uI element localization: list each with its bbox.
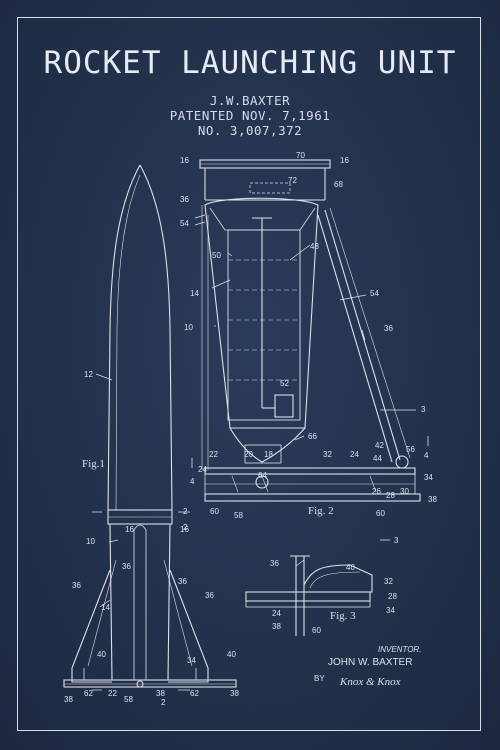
ref-16: 16 xyxy=(340,156,349,165)
fig3-detail xyxy=(245,555,373,636)
ref-12: 12 xyxy=(84,370,93,379)
ref-42: 42 xyxy=(375,441,384,450)
ref-34: 34 xyxy=(424,473,433,482)
ref-28: 28 xyxy=(386,491,395,500)
ref-10: 10 xyxy=(184,323,193,332)
ref-24: 24 xyxy=(198,465,207,474)
fig1-rocket xyxy=(63,164,237,691)
ref-68: 68 xyxy=(334,180,343,189)
ref-3: 3 xyxy=(421,405,426,414)
inventor-line: J.W.BAXTER xyxy=(209,93,291,108)
patent-number: NO. 3,007,372 xyxy=(197,123,303,138)
ref-36: 36 xyxy=(270,559,279,568)
inventor-name: JOHN W. BAXTER xyxy=(328,657,413,668)
ref-44: 44 xyxy=(373,454,382,463)
ref-36: 36 xyxy=(178,577,187,586)
leader-lines xyxy=(95,244,367,608)
ref-32: 32 xyxy=(323,450,332,459)
ref-18: 18 xyxy=(264,450,273,459)
ref-36: 36 xyxy=(205,591,214,600)
ref-56: 56 xyxy=(406,445,415,454)
ref-36: 36 xyxy=(180,195,189,204)
ref-40: 40 xyxy=(97,650,106,659)
ref-36: 36 xyxy=(72,581,81,590)
ref-3: 3 xyxy=(394,536,399,545)
ref-60: 60 xyxy=(312,626,321,635)
by-label: BY xyxy=(314,674,325,683)
inventor-caption: INVENTOR. xyxy=(378,645,422,654)
ref-58: 58 xyxy=(124,695,133,704)
ref-50: 50 xyxy=(212,251,221,260)
ref-26: 26 xyxy=(372,487,381,496)
ref-38: 38 xyxy=(156,689,165,698)
fig3-caption: Fig. 3 xyxy=(330,610,356,622)
ref-2: 2 xyxy=(183,523,188,532)
ref-20: 20 xyxy=(244,450,253,459)
fig1-caption: Fig.1 xyxy=(82,458,105,470)
ref-14: 14 xyxy=(190,289,199,298)
ref-38: 38 xyxy=(428,495,437,504)
ref-62: 62 xyxy=(84,689,93,698)
ref-38: 38 xyxy=(64,695,73,704)
ref-16: 16 xyxy=(180,156,189,165)
ref-16: 16 xyxy=(125,525,134,534)
ref-22: 22 xyxy=(108,689,117,698)
ref-40: 40 xyxy=(346,563,355,572)
poster-border xyxy=(17,17,481,731)
patent-date: PATENTED NOV. 7,1961 xyxy=(169,108,331,123)
ref-36: 36 xyxy=(122,562,131,571)
ref-52: 52 xyxy=(280,379,289,388)
poster-title: ROCKET LAUNCHING UNIT xyxy=(43,45,457,81)
ref-30: 30 xyxy=(400,487,409,496)
ref-54: 54 xyxy=(180,219,189,228)
ref-60: 60 xyxy=(376,509,385,518)
ref-58: 58 xyxy=(234,511,243,520)
ref-4: 4 xyxy=(424,451,429,460)
ref-34: 34 xyxy=(386,606,395,615)
fig2-caption: Fig. 2 xyxy=(308,505,334,517)
ref-10: 10 xyxy=(86,537,95,546)
ref-28: 28 xyxy=(388,592,397,601)
ref-24: 24 xyxy=(272,609,281,618)
ref-14: 14 xyxy=(101,603,110,612)
ref-4: 4 xyxy=(190,477,195,486)
attorney-signature: Knox & Knox xyxy=(340,676,401,688)
ref-48: 48 xyxy=(310,242,319,251)
ref-16: 16 xyxy=(180,525,189,534)
ref-64: 64 xyxy=(258,471,267,480)
ref-70: 70 xyxy=(296,151,305,160)
ref-62: 62 xyxy=(190,689,199,698)
ref-24: 24 xyxy=(350,450,359,459)
ref-32: 32 xyxy=(384,577,393,586)
ref-22: 22 xyxy=(209,450,218,459)
ref-38: 38 xyxy=(230,689,239,698)
ref-60: 60 xyxy=(210,507,219,516)
fig2-launcher xyxy=(191,159,429,541)
ref-66: 66 xyxy=(308,432,317,441)
ref-34: 34 xyxy=(187,656,196,665)
ref-36: 36 xyxy=(384,324,393,333)
ref-2: 2 xyxy=(183,507,188,516)
ref-38: 38 xyxy=(272,622,281,631)
ref-54: 54 xyxy=(370,289,379,298)
ref-72: 72 xyxy=(288,176,297,185)
ref-40: 40 xyxy=(227,650,236,659)
ref-2: 2 xyxy=(161,698,166,707)
